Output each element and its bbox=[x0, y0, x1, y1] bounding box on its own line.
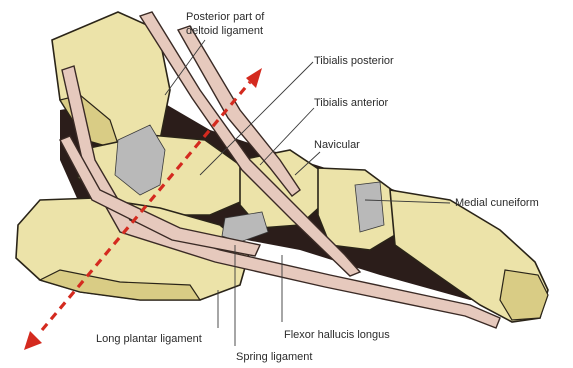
label-long-plantar-ligament: Long plantar ligament bbox=[96, 333, 202, 345]
axis-arrowhead-bottom bbox=[24, 331, 42, 350]
naviculocuneiform-fibers bbox=[355, 182, 384, 232]
label-navicular: Navicular bbox=[314, 139, 360, 151]
medial-cuneiform-bone bbox=[318, 168, 395, 250]
label-flexor-hallucis-longus: Flexor hallucis longus bbox=[284, 329, 390, 341]
label-spring-ligament: Spring ligament bbox=[236, 351, 312, 363]
label-medial-cuneiform: Medial cuneiform bbox=[455, 197, 539, 209]
axis-arrowhead-top bbox=[246, 68, 262, 88]
label-tibialis-anterior: Tibialis anterior bbox=[314, 97, 389, 109]
label-posterior-deltoid-line2: deltoid ligament bbox=[186, 25, 263, 37]
label-tibialis-posterior: Tibialis posterior bbox=[314, 55, 394, 67]
label-posterior-deltoid-line1: Posterior part of bbox=[186, 11, 265, 23]
